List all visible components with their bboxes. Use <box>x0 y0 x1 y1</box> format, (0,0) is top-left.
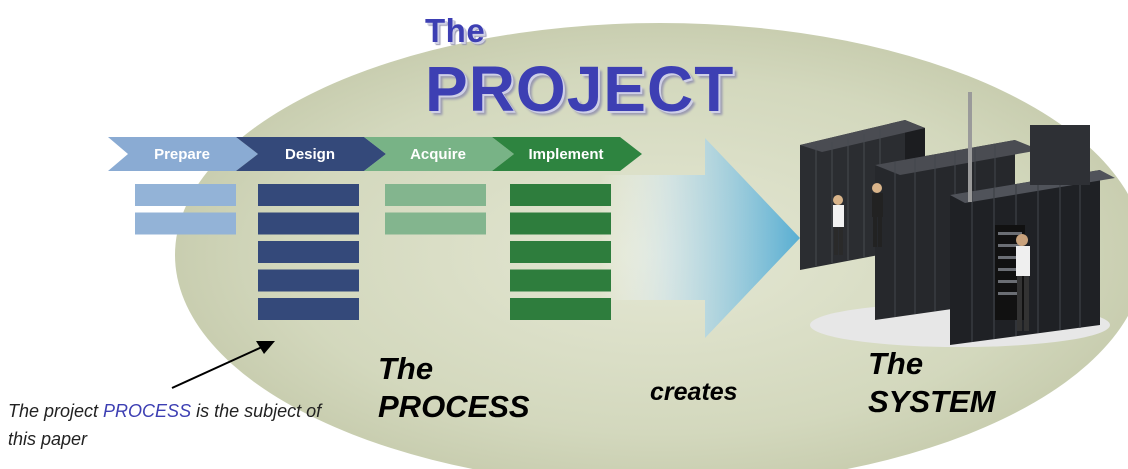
phase-chevron-design <box>236 137 386 171</box>
system-label: The SYSTEM <box>868 345 995 421</box>
task-bar-design-5 <box>258 298 359 320</box>
phase-label-acquire: Acquire <box>410 146 466 163</box>
task-bar-design-3 <box>258 241 359 263</box>
task-bar-acquire-1 <box>385 184 486 206</box>
task-bar-prepare-2 <box>135 212 236 235</box>
task-bar-design-4 <box>258 269 359 292</box>
title-project: PROJECT <box>425 53 735 125</box>
task-bar-implement-5 <box>510 298 611 320</box>
process-label-line2: PROCESS <box>378 389 530 424</box>
creates-arrow <box>600 138 800 338</box>
caption-before: The project <box>8 401 104 421</box>
title-the: The <box>425 12 486 49</box>
phase-label-implement: Implement <box>528 146 603 163</box>
phase-chevron-implement <box>492 137 642 171</box>
phase-chevron-prepare <box>108 137 258 171</box>
task-bar-implement-1 <box>510 184 611 206</box>
task-bar-prepare-1 <box>135 184 236 206</box>
caption: The project PROCESS is the subject of th… <box>8 397 328 453</box>
caption-highlight: PROCESS <box>103 401 192 421</box>
phase-chevron-acquire <box>364 137 514 171</box>
task-bar-design-1 <box>258 184 359 206</box>
process-label: The PROCESS <box>378 350 530 426</box>
caption-after: is the subject of this paper <box>8 401 322 449</box>
pointer-arrow <box>171 341 275 389</box>
system-label-line2: SYSTEM <box>868 384 996 419</box>
task-bar-implement-4 <box>510 269 611 292</box>
server-racks-photo-icon <box>800 92 1115 347</box>
phase-label-design: Design <box>285 146 335 163</box>
task-bar-implement-3 <box>510 241 611 263</box>
task-bar-design-2 <box>258 212 359 235</box>
task-bar-implement-2 <box>510 212 611 235</box>
process-label-line1: The <box>378 351 434 386</box>
phase-label-prepare: Prepare <box>154 146 210 163</box>
task-bar-acquire-2 <box>385 212 486 235</box>
system-label-line1: The <box>868 346 924 381</box>
creates-label: creates <box>650 378 738 406</box>
